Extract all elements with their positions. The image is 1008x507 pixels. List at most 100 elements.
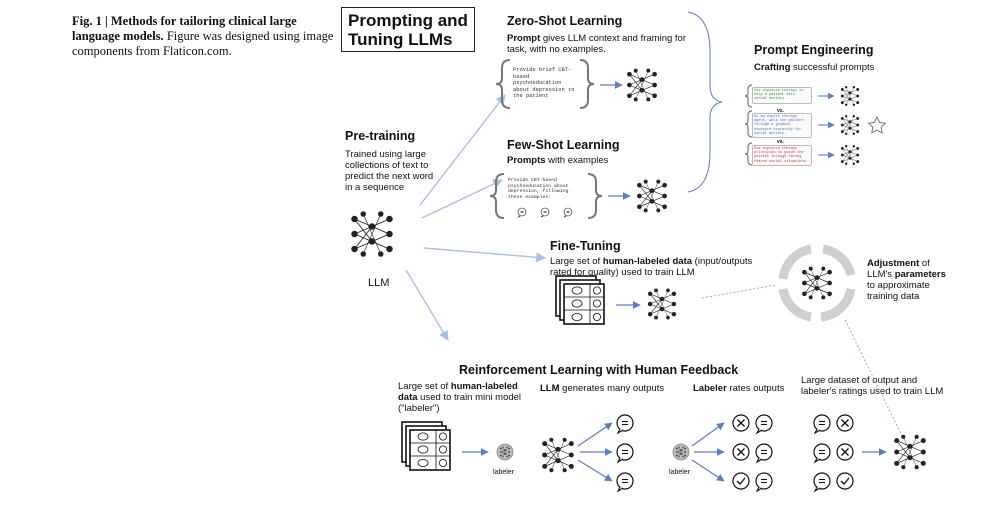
fine-tuning-network-icon <box>647 288 677 320</box>
reject-icon-1 <box>732 414 750 432</box>
arrow-rating-3 <box>691 459 725 482</box>
rlhf-col4-desc: Large dataset of output and labeler's ra… <box>801 375 944 397</box>
adj-text2: to approximate training data <box>867 280 930 302</box>
zero-shot-desc-rest: gives LLM context and framing for task, … <box>507 33 686 55</box>
labeler-label-1: labeler <box>493 469 515 476</box>
pe-brace-2-icon <box>744 110 753 138</box>
prompt-engineering-desc: Crafting successful prompts <box>754 62 874 73</box>
dataset-chat-icon-1 <box>813 414 831 434</box>
zero-shot-desc-bold: Prompt <box>507 33 541 44</box>
final-llm-network-icon <box>893 434 927 470</box>
prompt-engineering-brace-icon <box>687 11 723 193</box>
rlhf-dataset-icon <box>401 421 451 471</box>
prompt-option-1: Use exposure therapy to help a patient w… <box>752 87 812 104</box>
few-shot-desc-rest: with examples <box>545 155 609 166</box>
arrow-output-3 <box>577 459 613 482</box>
arrow-to-fine-tuning <box>423 247 546 263</box>
pe-network-icon-2 <box>840 114 860 136</box>
few-shot-desc: Prompts with examples <box>507 155 608 166</box>
pe-desc-bold: Crafting <box>754 62 791 73</box>
dataset-reject-icon-1 <box>836 414 854 432</box>
zero-shot-desc: Prompt gives LLM context and framing for… <box>507 33 697 55</box>
example-chat-icon-3 <box>563 207 573 218</box>
few-shot-network-icon <box>636 179 668 213</box>
pretraining-desc: Trained using large collections of text … <box>345 149 434 193</box>
rlhf-heading: Reinforcement Learning with Human Feedba… <box>459 363 739 377</box>
adj-bold1: Adjustment <box>867 258 920 269</box>
zero-shot-network-icon <box>626 68 658 102</box>
rlhf-col1-desc: Large set of human-labeled data used to … <box>398 381 524 414</box>
dotted-link-to-rlhf <box>844 319 904 439</box>
zero-shot-heading: Zero-Shot Learning <box>507 14 623 28</box>
fine-tuning-desc: Large set of human-labeled data (input/o… <box>550 256 760 278</box>
vs-label-1: vs. <box>777 108 784 114</box>
few-shot-desc-bold: Prompts <box>507 155 546 166</box>
pe-desc-rest: successful prompts <box>790 62 875 73</box>
rlhf-c3-rest: rates outputs <box>726 383 785 394</box>
example-chat-icon-2 <box>540 207 550 218</box>
caption-label: Fig. 1 | Methods for tailoring clinical … <box>72 14 297 43</box>
few-shot-heading: Few-Shot Learning <box>507 138 620 152</box>
rlhf-c1-pre: Large set of <box>398 381 451 392</box>
adj-text1: of LLM's <box>867 258 930 280</box>
labeler-icon-1 <box>496 443 514 461</box>
dotted-link-to-adjustment <box>701 284 777 299</box>
prompt-engineering-heading: Prompt Engineering <box>754 43 874 57</box>
llm-label: LLM <box>368 277 390 289</box>
caption-text: Figure was designed using image componen… <box>72 29 334 58</box>
right-brace-icon <box>579 59 595 109</box>
arrow-output-1 <box>577 422 613 447</box>
pe-brace-3-icon <box>744 142 753 166</box>
figure-caption: Fig. 1 | Methods for tailoring clinical … <box>72 14 334 59</box>
output-chat-icon-1 <box>616 414 634 434</box>
adjustment-desc: Adjustment of LLM's parameters to approx… <box>867 258 953 302</box>
dataset-chat-icon-3 <box>813 472 831 492</box>
fine-tuning-dataset-icon <box>555 275 605 325</box>
approve-icon-1 <box>732 472 750 490</box>
prompt-option-3: Use exposure therapy principles to guide… <box>752 145 812 166</box>
prompt-option-2: As an expert therapy agent, walk the pat… <box>752 113 812 139</box>
rlhf-col2-desc: LLM generates many outputs <box>540 383 664 394</box>
rated-chat-icon-2 <box>755 443 773 463</box>
left-brace-icon <box>495 59 511 109</box>
rlhf-llm-network-icon <box>541 437 575 473</box>
reject-icon-2 <box>732 443 750 461</box>
ft-desc-pre: Large set of <box>550 256 603 267</box>
rated-chat-icon-1 <box>755 414 773 434</box>
rlhf-c1-rest: used to train mini model ("labeler") <box>398 392 522 414</box>
arrow-rating-1 <box>691 422 725 447</box>
pe-brace-1-icon <box>744 84 753 108</box>
labeler-label-2: labeler <box>669 469 691 476</box>
few-shot-example: Provide CBT-based psychoeducation about … <box>508 178 569 200</box>
zero-shot-example: Provide brief CBT-based psychoeducation … <box>513 67 575 100</box>
ft-desc-bold: human-labeled data <box>602 256 693 267</box>
example-chat-icon-1 <box>517 207 527 218</box>
star-icon <box>867 115 887 134</box>
rlhf-c2-bold: LLM <box>540 383 560 394</box>
rlhf-c1-bold: human-labeled data <box>398 381 518 403</box>
vs-label-2: vs. <box>777 139 784 145</box>
pe-network-icon-1 <box>840 85 860 107</box>
dataset-reject-icon-2 <box>836 443 854 461</box>
few-shot-left-brace-icon <box>489 173 505 219</box>
dataset-approve-icon <box>836 472 854 490</box>
fine-tuning-heading: Fine-Tuning <box>550 239 621 253</box>
output-chat-icon-2 <box>616 443 634 463</box>
rlhf-col3-desc: Labeler rates outputs <box>693 383 784 394</box>
arrow-to-rlhf <box>405 269 449 341</box>
ft-desc-rest: (input/outputs rated for quality) used t… <box>550 256 753 278</box>
rated-chat-icon-3 <box>755 472 773 492</box>
arrow-to-few-shot <box>421 179 503 219</box>
rlhf-c3-bold: Labeler <box>693 383 727 394</box>
diagram-title: Prompting and Tuning LLMs <box>341 7 475 52</box>
output-chat-icon-3 <box>616 472 634 492</box>
few-shot-right-brace-icon <box>587 173 603 219</box>
llm-network-icon <box>350 210 394 258</box>
rlhf-c2-rest: generates many outputs <box>559 383 665 394</box>
adj-bold2: parameters <box>894 269 946 280</box>
labeler-icon-2 <box>672 443 690 461</box>
parameter-adjustment-icon <box>778 244 856 322</box>
dataset-chat-icon-2 <box>813 443 831 463</box>
pretraining-heading: Pre-training <box>345 129 416 143</box>
